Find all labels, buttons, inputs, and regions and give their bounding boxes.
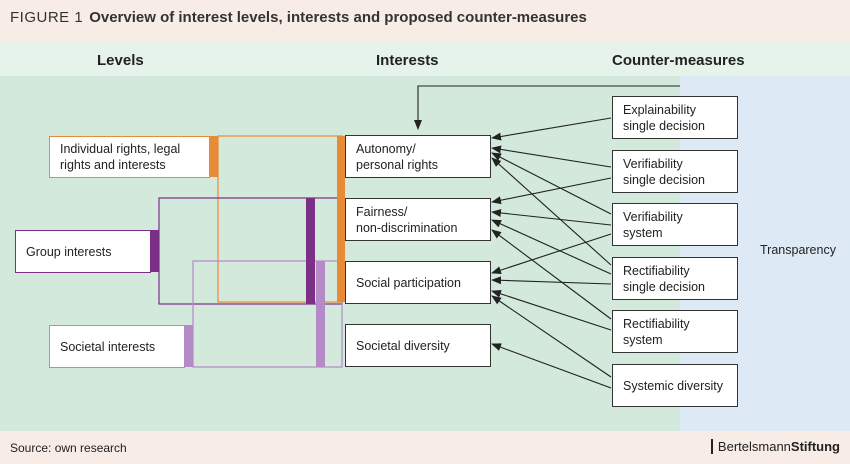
level-individual: Individual rights, legal rights and inte… — [49, 136, 210, 178]
footer-source: Source: own research — [10, 441, 127, 455]
level-societal-label: Societal interests — [60, 339, 156, 354]
cm-rectifiability-single-line2: single decision — [623, 279, 705, 294]
arrow-rect-system-participation — [491, 290, 612, 331]
cm-verifiability-system-line1: Verifiability — [623, 209, 683, 224]
interest-social-participation-label: Social participation — [356, 275, 461, 290]
cm-rectifiability-system: Rectifiability system — [612, 310, 738, 353]
interest-fairness-line1: Fairness/ — [356, 204, 408, 219]
cm-verifiability-single-line2: single decision — [623, 172, 705, 187]
cm-verifiability-single-line1: Verifiability — [623, 156, 683, 171]
level-societal: Societal interests — [49, 325, 185, 368]
brand-regular: Bertelsmann — [717, 439, 791, 454]
level-individual-line1: Individual rights, legal — [60, 142, 181, 156]
arrow-verif-single-fairness — [491, 177, 612, 205]
purple-bar-interests — [306, 198, 315, 304]
societal-frame — [192, 260, 343, 368]
cm-verifiability-system-line2: system — [623, 225, 663, 240]
cm-rectifiability-single: Rectifiability single decision — [612, 257, 738, 300]
orange-bar-interests — [337, 136, 345, 302]
footer-band — [0, 431, 850, 464]
column-header-interests: Interests — [376, 52, 439, 69]
arrow-systemic-participation — [491, 295, 612, 378]
interest-fairness-line2: non-discrimination — [356, 220, 458, 235]
cm-rectifiability-single-line1: Rectifiability — [623, 263, 690, 278]
arrow-verif-system-participation — [491, 233, 612, 274]
interest-societal-diversity-label: Societal diversity — [356, 338, 450, 353]
level-group-label: Group interests — [26, 244, 112, 259]
orange-bar-level — [210, 136, 218, 177]
interest-autonomy: Autonomy/ personal rights — [345, 135, 491, 178]
arrow-verif-system-autonomy — [491, 152, 612, 215]
arrow-rect-single-autonomy — [491, 157, 612, 266]
cm-verifiability-system: Verifiability system — [612, 203, 738, 246]
interest-fairness: Fairness/ non-discrimination — [345, 198, 491, 241]
figure-label: FIGURE 1 — [10, 9, 84, 26]
cm-rectifiability-system-line1: Rectifiability — [623, 316, 690, 331]
arrow-verif-single-autonomy — [491, 145, 612, 168]
cm-explainability-single: Explainability single decision — [612, 96, 738, 139]
arrow-explainability-top — [414, 85, 680, 130]
cm-rectifiability-system-line2: system — [623, 332, 663, 347]
interest-autonomy-line1: Autonomy/ — [356, 141, 416, 156]
arrow-rect-single-participation — [491, 276, 612, 285]
cm-explainability-single-line1: Explainability — [623, 102, 696, 117]
cm-systemic-diversity: Systemic diversity — [612, 364, 738, 407]
cm-systemic-diversity-label: Systemic diversity — [623, 378, 724, 393]
purple-bar-level — [151, 230, 159, 272]
cm-explainability-single-line2: single decision — [623, 118, 705, 133]
arrow-group — [414, 85, 680, 389]
interest-societal-diversity: Societal diversity — [345, 324, 491, 367]
column-header-countermeasures: Counter-measures — [612, 52, 745, 69]
arrow-rect-single-fairness — [491, 219, 612, 275]
column-header-levels: Levels — [97, 52, 144, 69]
brand-bold: Stiftung — [790, 439, 840, 454]
column-header-band — [0, 42, 850, 76]
lilac-bar-interests — [316, 261, 325, 367]
arrow-systemic-diversity — [491, 343, 612, 389]
title-band — [0, 0, 850, 42]
brand-logo: BertelsmannStiftung — [710, 439, 840, 454]
interest-social-participation: Social participation — [345, 261, 491, 304]
transparency-label: Transparency — [760, 243, 836, 257]
lilac-bar-level — [185, 325, 193, 367]
arrow-verif-system-fairness — [491, 209, 612, 226]
figure-title: FIGURE 1 Overview of interest levels, int… — [10, 9, 587, 26]
level-group: Group interests — [15, 230, 151, 273]
figure-title-text: Overview of interest levels, interests a… — [89, 9, 587, 26]
arrow-explainability-autonomy — [491, 117, 612, 141]
cm-verifiability-single: Verifiability single decision — [612, 150, 738, 193]
interest-autonomy-line2: personal rights — [356, 157, 438, 172]
arrow-rect-system-fairness — [491, 229, 612, 320]
level-individual-line2: rights and interests — [60, 158, 166, 172]
